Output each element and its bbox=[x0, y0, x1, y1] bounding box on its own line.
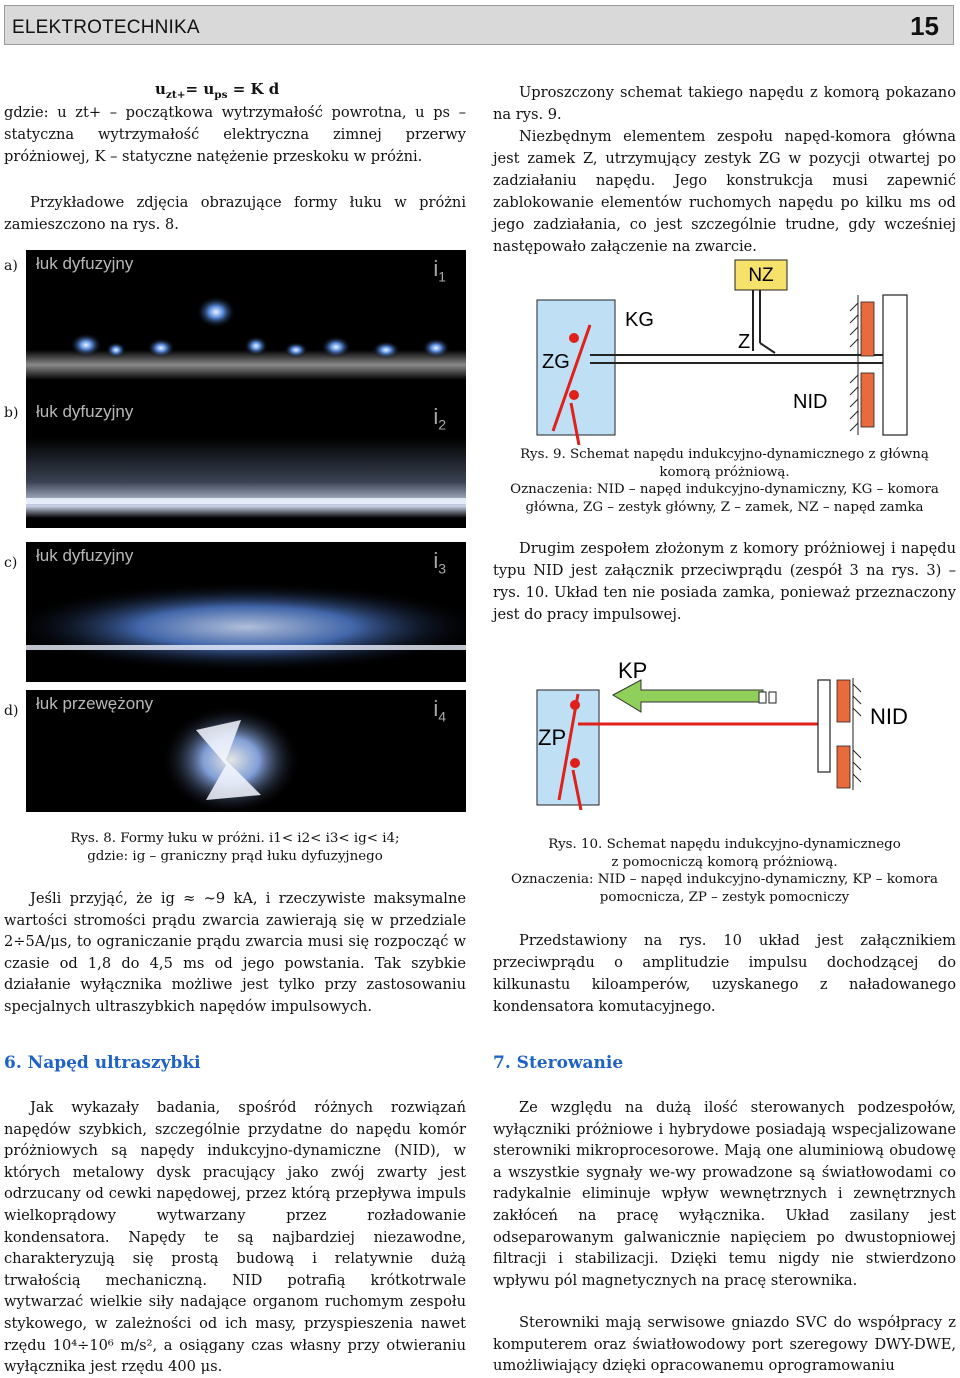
current-sub: 1 bbox=[438, 268, 446, 285]
photo-title-c: łuk dyfuzyjny bbox=[36, 546, 134, 565]
formula-lhs: u bbox=[155, 80, 166, 98]
disc-nid bbox=[817, 679, 831, 773]
label-kg: KG bbox=[625, 309, 654, 331]
label-nid: NID bbox=[870, 704, 908, 729]
page-number: 15 bbox=[910, 11, 939, 41]
photo-title-b: łuk dyfuzyjny bbox=[36, 402, 134, 421]
photo-label-d: d) bbox=[4, 703, 19, 719]
contact-zp-pivot bbox=[570, 758, 580, 768]
photo-label-b: b) bbox=[4, 405, 19, 421]
fig9-diagram: NZ KG Z ZG NID bbox=[536, 259, 908, 445]
stop-2 bbox=[768, 691, 777, 704]
fig9-caption: Rys. 9. Schemat napędu indukcyjno-dynami… bbox=[493, 446, 956, 516]
fig10-caption-line4: pomocnicza, ZP – zestyk pomocniczy bbox=[599, 889, 850, 905]
formula: uzt+= ups = K d bbox=[155, 80, 279, 101]
disc-nid bbox=[882, 294, 908, 436]
fig10-caption-line2: z pomocniczą komorą próżniową. bbox=[611, 854, 838, 870]
arc-photo-b: łuk dyfuzyjny i2 bbox=[26, 398, 466, 528]
lock-z-latch bbox=[759, 342, 776, 354]
motion-arrow bbox=[611, 679, 764, 713]
arc-photo-a: łuk dyfuzyjny i1 bbox=[26, 250, 466, 400]
label-zg: ZG bbox=[542, 351, 570, 373]
contact-zg-tip bbox=[569, 333, 579, 343]
paragraph-przedstawiony: Przedstawiony na rys. 10 układ jest załą… bbox=[493, 932, 956, 1015]
ground-hatch bbox=[849, 295, 859, 435]
chamber-kp bbox=[536, 689, 600, 806]
current-symbol: i bbox=[433, 256, 439, 281]
journal-title: ELEKTROTECHNIKA bbox=[12, 17, 200, 38]
lock-drive-nz bbox=[734, 259, 788, 291]
paragraph-niezbedny: Niezbędnym elementem zespołu napęd-komor… bbox=[493, 128, 956, 255]
label-zp: ZP bbox=[538, 725, 566, 750]
photo-label-c: c) bbox=[4, 555, 18, 571]
photo-title-a: łuk dyfuzyjny bbox=[36, 254, 134, 273]
coil-lower bbox=[860, 372, 875, 428]
current-symbol: i bbox=[433, 404, 439, 429]
fig10-diagram: KP ZP NID bbox=[536, 658, 908, 810]
contact-zg-pivot bbox=[569, 390, 579, 400]
formula-eq: = u bbox=[185, 80, 215, 98]
section-7-body-1: Ze względu na dużą ilość sterowanych pod… bbox=[493, 1099, 956, 1289]
fig9-caption-line3: Oznaczenia: NID – napęd indukcyjno-dynam… bbox=[510, 482, 939, 497]
formula-mid-sub: ps bbox=[214, 89, 228, 101]
paragraph-photos: Przykładowe zdjęcia obrazujące formy łuk… bbox=[4, 194, 466, 233]
arc-photo-b-image bbox=[26, 438, 466, 518]
fig10-caption-line1: Rys. 10. Schemat napędu indukcyjno-dynam… bbox=[548, 837, 901, 852]
section-6-heading: 6. Napęd ultraszybki bbox=[4, 1053, 201, 1073]
current-symbol: i bbox=[433, 548, 439, 573]
fig8-caption-line2: gdzie: ig – graniczny prąd łuku dyfuzyjn… bbox=[87, 848, 383, 864]
arc-photo-a-image bbox=[26, 296, 466, 380]
coil-upper bbox=[860, 301, 875, 357]
coil-upper bbox=[836, 679, 851, 723]
fig8-caption: Rys. 8. Formy łuku w próżni. i1< i2< i3<… bbox=[4, 830, 466, 865]
contact-zp-moving bbox=[557, 693, 580, 801]
page-header: ELEKTROTECHNIKA 15 bbox=[4, 5, 954, 45]
photo-current-d: i4 bbox=[433, 696, 446, 724]
current-symbol: i bbox=[433, 696, 439, 721]
paragraph-drugim: Drugim zespołem złożonym z komory próżni… bbox=[493, 540, 956, 623]
fig8-caption-line1: Rys. 8. Formy łuku w próżni. i1< i2< i3<… bbox=[70, 831, 400, 846]
arc-photo-d-image bbox=[161, 705, 301, 812]
arc-photo-c: łuk dyfuzyjny i3 bbox=[26, 542, 466, 682]
label-nid: NID bbox=[793, 391, 827, 413]
current-sub: 4 bbox=[438, 708, 446, 725]
contact-zp-fixed bbox=[571, 769, 583, 810]
formula-lhs-sub: zt+ bbox=[165, 89, 186, 101]
fig10-caption-line3: Oznaczenia: NID – napęd indukcyjno-dynam… bbox=[510, 872, 939, 887]
ground-hatch bbox=[852, 678, 862, 790]
photo-current-b: i2 bbox=[433, 404, 446, 432]
photo-title-d: łuk przewężony bbox=[36, 694, 154, 713]
current-sub: 3 bbox=[438, 560, 446, 577]
fig9-caption-line4: główna, ZG – zestyk główny, Z – zamek, N… bbox=[525, 499, 924, 515]
arc-photo-d: łuk przewężony i4 bbox=[26, 690, 466, 812]
formula-rhs: = K d bbox=[227, 80, 280, 98]
section-7-heading: 7. Sterowanie bbox=[493, 1053, 624, 1073]
fig10-caption: Rys. 10. Schemat napędu indukcyjno-dynam… bbox=[493, 836, 956, 906]
fig9-caption-line2: komorą próżniową. bbox=[659, 464, 790, 480]
photo-current-c: i3 bbox=[433, 548, 446, 576]
paragraph-uproszczony: Uproszczony schemat takiego napędu z kom… bbox=[493, 84, 956, 123]
fig9-caption-line1: Rys. 9. Schemat napędu indukcyjno-dynami… bbox=[520, 447, 929, 462]
photo-current-a: i1 bbox=[433, 256, 446, 284]
section-6-body: Jak wykazały badania, spośród różnych ro… bbox=[4, 1099, 466, 1376]
label-kp: KP bbox=[618, 658, 647, 683]
photo-label-a: a) bbox=[4, 258, 18, 274]
label-z: Z bbox=[738, 331, 750, 353]
paragraph-ig: Jeśli przyjąć, że ig ≈ ~9 kA, i rzeczywi… bbox=[4, 890, 466, 1015]
paragraph-where: gdzie: u zt+ – początkowa wytrzymałość p… bbox=[4, 104, 466, 165]
contact-zg-fixed bbox=[569, 402, 581, 445]
arc-photo-c-image bbox=[26, 582, 466, 672]
contact-zp-tip bbox=[570, 700, 580, 710]
current-sub: 2 bbox=[438, 416, 446, 433]
section-7-body-2: Sterowniki mają serwisowe gniazdo SVC do… bbox=[493, 1314, 956, 1375]
label-nz: NZ bbox=[748, 265, 774, 286]
stop-1 bbox=[758, 691, 767, 704]
contact-zg-moving bbox=[551, 324, 592, 432]
coil-lower bbox=[836, 745, 851, 789]
